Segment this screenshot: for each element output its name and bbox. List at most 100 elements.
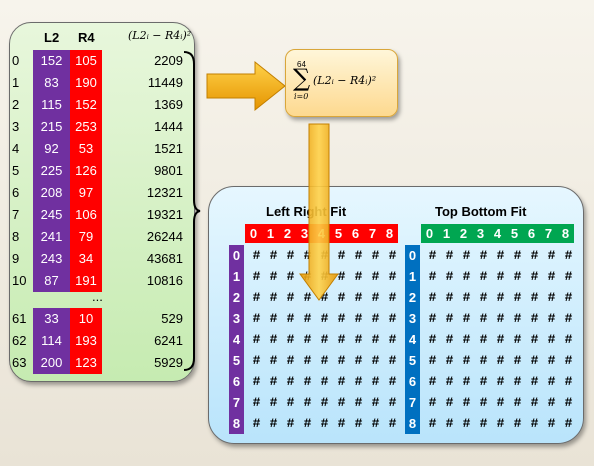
grid-cell: # [286,353,295,368]
grid-cell: # [252,290,261,305]
grid-cell: # [337,290,346,305]
grid-header-label: 7 [368,226,377,241]
squared-diff-value: 2209 [154,53,183,68]
grid-cell: # [337,374,346,389]
sum-formula-box [285,49,398,117]
grid-cell: # [530,332,539,347]
row-index: 4 [12,141,20,156]
grid-cell: # [496,332,505,347]
grid-header-label: 6 [408,374,417,389]
grid-header-label: 0 [249,226,258,241]
grid-row: ######### [424,245,577,266]
row-index: 8 [12,229,20,244]
r4-value: 191 [70,270,102,292]
grid-cell: # [303,395,312,410]
grid-cell: # [252,248,261,263]
grid-cell: # [445,416,454,431]
grid-cell: # [564,269,573,284]
grid-cell: # [371,332,380,347]
grid-cell: # [428,290,437,305]
grid-header-label: 8 [561,226,570,241]
grid-cell: # [564,353,573,368]
grid-header-label: 1 [266,226,275,241]
grid-row: ######### [424,392,577,413]
squared-diff-value: 43681 [146,251,183,266]
r4-value: 193 [70,330,102,352]
squared-diff-value: 1369 [154,97,183,112]
grid-cell: # [371,290,380,305]
grid-cell: # [496,269,505,284]
grid-cell: # [371,374,380,389]
r4-value: 126 [70,160,102,182]
grid-cell: # [269,395,278,410]
grid-cell: # [320,395,329,410]
grid-cell: # [530,416,539,431]
row-index: 0 [12,53,20,68]
grid-cell: # [547,395,556,410]
grid-cell: # [530,290,539,305]
grid-cell: # [428,311,437,326]
grid-cell: # [530,353,539,368]
grid-cell: # [286,416,295,431]
grid-cell: # [371,395,380,410]
l2-value: 225 [33,160,70,182]
grid-cell: # [547,374,556,389]
grid-header-label: 2 [232,290,241,305]
grid-cell: # [496,353,505,368]
l2-value: 245 [33,204,70,226]
squared-diff-value: 10816 [146,273,183,288]
down-arrow-icon [299,123,339,301]
grid-cell: # [388,290,397,305]
grid-cell: # [354,374,363,389]
grid-cell: # [428,353,437,368]
grid-cell: # [479,332,488,347]
grid-cell: # [564,290,573,305]
grid-cell: # [354,353,363,368]
grid-header-label: 3 [232,311,241,326]
grid-row: ######### [248,371,401,392]
grid-cell: # [496,416,505,431]
grid-cell: # [388,311,397,326]
l2-value: 215 [33,116,70,138]
grid-cell: # [445,332,454,347]
l2-value: 92 [33,138,70,160]
r4-value: 53 [70,138,102,160]
sum-lower-limit: i=0 [294,92,309,101]
l2-value: 241 [33,226,70,248]
grid-header-label: 6 [232,374,241,389]
grid-cell: # [354,416,363,431]
squared-diff-value: 11449 [147,75,183,90]
grid-cell: # [337,332,346,347]
r4-value: 34 [70,248,102,270]
row-index: 2 [12,97,20,112]
grid-cell: # [513,332,522,347]
grid-header-label: 2 [459,226,468,241]
grid-header-label: 0 [232,248,241,263]
grid-cell: # [462,269,471,284]
top-bottom-fit-title: Top Bottom Fit [435,204,527,219]
sigma-symbol: ∑ [293,64,311,92]
grid-cell: # [252,395,261,410]
grid-cell: # [252,374,261,389]
l2-value: 87 [33,270,70,292]
row-index: 63 [12,355,27,370]
grid-header-label: 6 [527,226,536,241]
grid-header-label: 5 [408,353,417,368]
grid-header-label: 7 [544,226,553,241]
sum-expression: (L2ᵢ − R4ᵢ)² [313,74,377,87]
grid-cell: # [388,332,397,347]
grid-cell: # [371,353,380,368]
grid-cell: # [388,416,397,431]
grid-cell: # [547,290,556,305]
grid-cell: # [530,311,539,326]
grid-cell: # [428,374,437,389]
grid-header-label: 0 [425,226,434,241]
squared-diff-header: (L2ᵢ − R4ᵢ)² [128,29,192,42]
l2-value: 243 [33,248,70,270]
grid-header-label: 5 [232,353,241,368]
grid-cell: # [445,248,454,263]
r4-value: 190 [70,72,102,94]
grid-cell: # [564,395,573,410]
squared-diff-value: 1521 [154,141,183,156]
row-index: 1 [12,75,20,90]
